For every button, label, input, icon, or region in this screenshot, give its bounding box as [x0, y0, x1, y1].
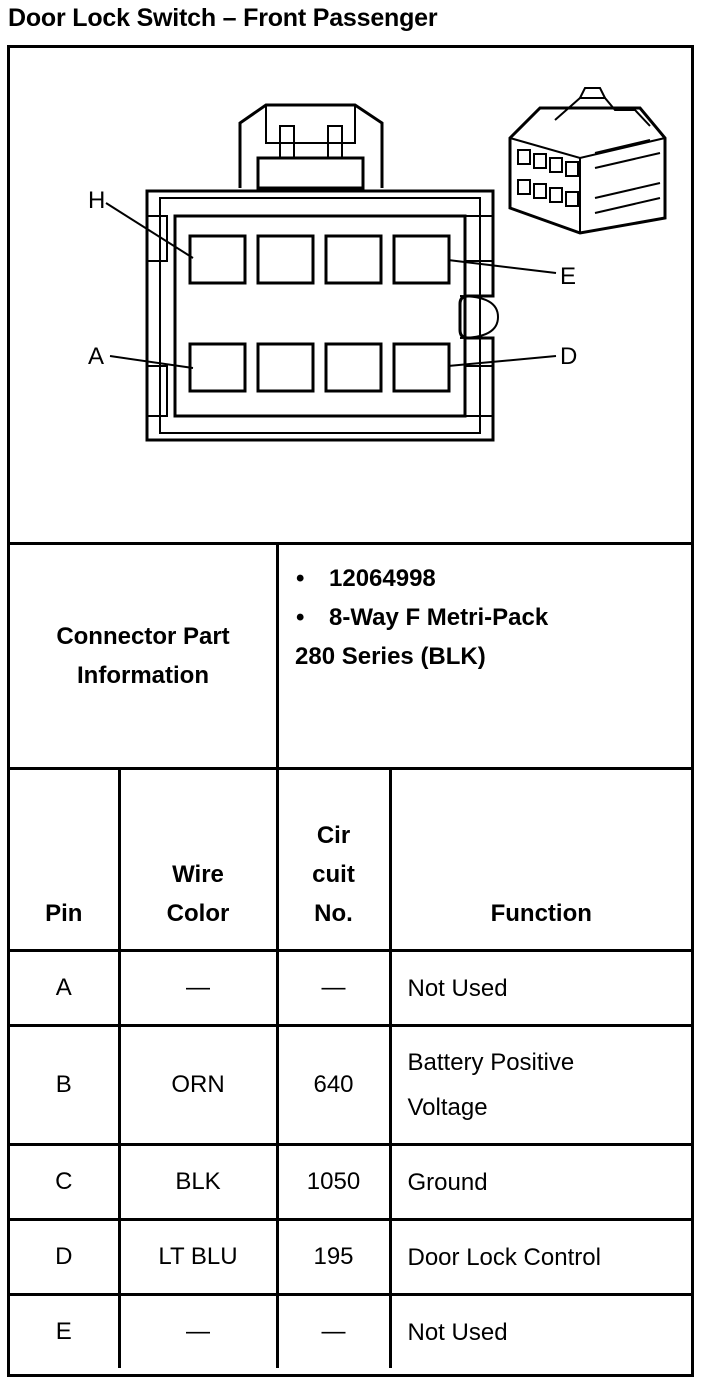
- pinout-table: Pin Wire Color Cir cuit No. Function A —…: [10, 770, 691, 1368]
- connector-isometric-icon: [508, 87, 667, 235]
- circuit-cell: 640: [275, 1024, 392, 1146]
- function-cell: Battery Positive Voltage: [388, 1024, 691, 1146]
- info-label-line2: Information: [77, 662, 209, 689]
- pin-cell: A: [10, 949, 121, 1027]
- wire-color-cell: —: [117, 949, 279, 1027]
- connector-latch: [238, 103, 384, 188]
- wire-color-cell: LT BLU: [117, 1218, 279, 1296]
- header-pin: Pin: [10, 770, 121, 952]
- connector-part-info-values: • 12064998 • 8-Way F Metri-Pack 280 Seri…: [279, 559, 679, 676]
- cavity-b: [256, 342, 315, 393]
- cavity-e: [392, 234, 451, 285]
- bullet-1: •: [296, 565, 305, 592]
- part-number-line: • 12064998: [279, 559, 679, 598]
- function-cell: Not Used: [388, 1293, 691, 1368]
- wire-color-cell: BLK: [117, 1143, 279, 1221]
- cavity-a: [188, 342, 247, 393]
- circuit-cell: —: [275, 949, 392, 1027]
- callout-a: A: [88, 343, 104, 370]
- table-row: B ORN 640 Battery Positive Voltage: [10, 1024, 691, 1146]
- header-circuit-no: Cir cuit No.: [275, 770, 392, 952]
- connector-face-view: H A E D: [88, 87, 667, 442]
- cavity-f: [324, 234, 383, 285]
- pin-cell: B: [10, 1024, 121, 1146]
- callout-h: H: [88, 187, 105, 214]
- pin-cell: D: [10, 1218, 121, 1296]
- header-wire-color: Wire Color: [117, 770, 279, 952]
- circuit-cell: 1050: [275, 1143, 392, 1221]
- pin-cell: E: [10, 1293, 121, 1368]
- table-row: D LT BLU 195 Door Lock Control: [10, 1218, 691, 1296]
- bullet-2: •: [296, 604, 305, 631]
- wire-color-cell: —: [117, 1293, 279, 1368]
- cavity-h: [188, 234, 247, 285]
- cavity-d: [392, 342, 451, 393]
- page-title: Door Lock Switch – Front Passenger: [8, 4, 438, 32]
- part-series: 280 Series (BLK): [295, 643, 486, 670]
- header-function: Function: [388, 770, 691, 952]
- pin-cell: C: [10, 1143, 121, 1221]
- function-cell: Door Lock Control: [388, 1218, 691, 1296]
- part-type: 8-Way F Metri-Pack: [329, 604, 549, 631]
- circuit-cell: —: [275, 1293, 392, 1368]
- table-row: E — — Not Used: [10, 1293, 691, 1368]
- function-cell: Ground: [388, 1143, 691, 1221]
- table-row: C BLK 1050 Ground: [10, 1143, 691, 1221]
- function-cell: Not Used: [388, 949, 691, 1027]
- part-number: 12064998: [329, 565, 436, 592]
- circuit-cell: 195: [275, 1218, 392, 1296]
- connector-sheet: H A E D Connector Part Information • 120…: [7, 45, 694, 1377]
- wire-color-cell: ORN: [117, 1024, 279, 1146]
- pinout-header-row: Pin Wire Color Cir cuit No. Function: [10, 770, 691, 952]
- callout-e: E: [560, 263, 576, 290]
- callout-d: D: [560, 343, 577, 370]
- connector-part-info-row: Connector Part Information • 12064998 • …: [10, 545, 691, 770]
- cavity-c: [324, 342, 383, 393]
- connector-diagram: H A E D: [10, 48, 691, 545]
- cavity-g: [256, 234, 315, 285]
- connector-housing: [145, 189, 495, 442]
- part-type-line: • 8-Way F Metri-Pack: [279, 598, 679, 637]
- connector-part-info-label: Connector Part Information: [10, 545, 279, 767]
- info-label-line1: Connector Part: [56, 623, 230, 650]
- table-row: A — — Not Used: [10, 949, 691, 1027]
